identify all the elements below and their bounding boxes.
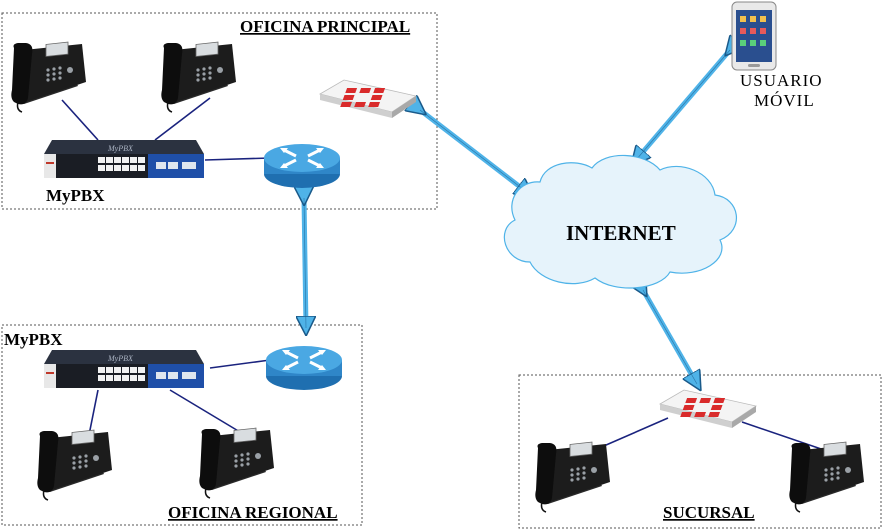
pbx-faceplate-label: MyPBX <box>107 144 134 153</box>
zone-regional-office <box>1 324 363 526</box>
ip-phone-icon <box>36 429 113 501</box>
ip-phone-icon <box>10 41 87 113</box>
ip-phone-icon <box>198 427 275 499</box>
zone-label-branch: SUCURSAL <box>663 503 755 522</box>
pbx-regional-label: MyPBX <box>4 330 63 349</box>
smartphone-icon <box>731 1 777 71</box>
mobile-user-label-line2: MÓVIL <box>754 91 815 110</box>
lan-links-main <box>61 97 271 161</box>
router-icon <box>264 344 344 392</box>
zone-label-regional-office: OFICINA REGIONAL <box>168 503 338 522</box>
pbx-faceplate-label-regional: MyPBX <box>107 354 134 363</box>
pbx-main-label: MyPBX <box>46 186 105 205</box>
mobile-user-label-line1: USUARIO <box>740 71 823 90</box>
cloud-icon <box>503 154 737 289</box>
ip-phone-icon <box>788 441 865 513</box>
router-icon <box>262 142 342 190</box>
cloud-label: INTERNET <box>566 221 676 245</box>
ip-phone-icon <box>534 441 611 513</box>
firewall-icon <box>319 79 417 119</box>
firewall-icon <box>659 389 757 429</box>
zone-label-main-office: OFICINA PRINCIPAL <box>240 17 410 36</box>
ip-phone-icon <box>160 41 237 113</box>
